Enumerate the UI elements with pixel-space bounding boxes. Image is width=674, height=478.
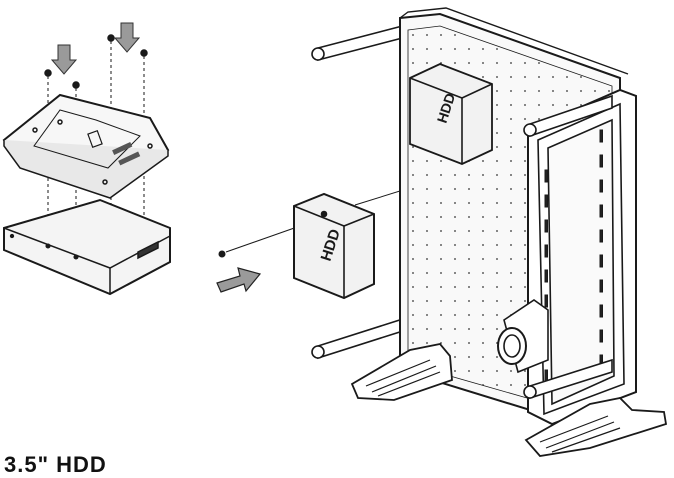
- mounted-hard-drive: HDD: [409, 63, 493, 165]
- screw-icon: [140, 49, 148, 57]
- hdd-mounting-tray: [2, 93, 170, 199]
- chassis-front-frame: [527, 88, 637, 426]
- standoff-rod: [311, 22, 411, 62]
- install-arrow-icon: [216, 267, 262, 293]
- screw-guide-line: [225, 225, 301, 253]
- pump-reservoir: [497, 299, 549, 374]
- screw-icon: [72, 81, 80, 89]
- down-arrow-icon: [113, 22, 141, 53]
- chassis-foot-back: [350, 343, 453, 401]
- standoff-rod: [311, 316, 407, 360]
- screw-icon: [218, 250, 226, 258]
- open-frame-chassis: HDD HDD: [293, 7, 668, 457]
- standoff-rod: [523, 358, 613, 400]
- hard-drive-being-installed: HDD: [293, 192, 375, 300]
- down-arrow-icon: [50, 44, 78, 75]
- hard-drive-block: [3, 198, 171, 296]
- chassis-foot-front: [524, 397, 668, 457]
- screw-icon: [44, 69, 52, 77]
- tray-assembly-exploded: [2, 22, 171, 296]
- section-caption: 3.5" HDD: [4, 452, 107, 477]
- standoff-rod: [523, 94, 613, 138]
- screw-icon: [107, 34, 115, 42]
